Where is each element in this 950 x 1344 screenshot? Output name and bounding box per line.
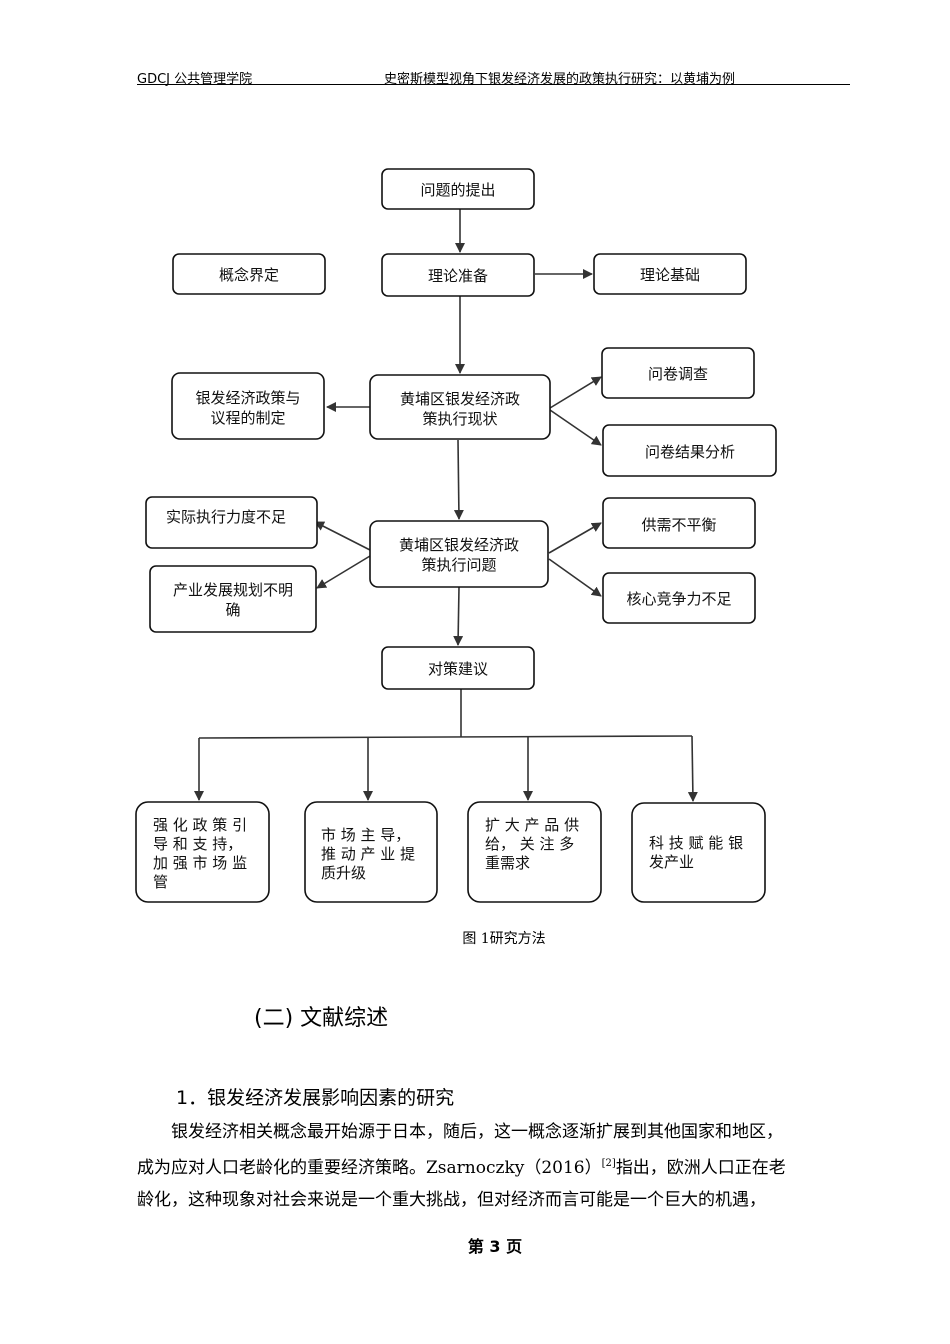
paragraph-line-2: 成为应对人口老龄化的重要经济策略。Zsarnoczky（2016）[2]指出，欧…	[137, 1148, 862, 1184]
node-suggestion-2-line2: 推 动 产 业 提	[321, 845, 415, 863]
node-suggestion-1-line2: 导 和 支 持，	[153, 835, 242, 853]
paragraph-line-3: 龄化，这种现象对社会来说是一个重大挑战，但对经济而言可能是一个巨大的机遇，	[137, 1190, 766, 1210]
paragraph-line-2-start: 成为应对人口老龄化的重要经济策略。Zsarnoczky（2016）	[137, 1158, 602, 1178]
node-core-comp: 核心竞争力不足	[602, 572, 756, 624]
node-suggestion-1-line1: 强 化 政 策 引	[153, 816, 247, 834]
node-problem: 问题的提出	[381, 168, 535, 210]
node-policy-making-line2: 议程的制定	[210, 409, 285, 427]
paragraph-line-2-end: 指出，欧洲人口正在老	[615, 1158, 786, 1178]
edge-status-analysis	[549, 409, 602, 446]
citation-marker: [2]	[601, 1158, 616, 1169]
header-paper-title: 史密斯模型视角下银发经济发展的政策执行研究：以黄埔为例	[384, 72, 736, 87]
node-concept-label: 概念界定	[219, 266, 279, 284]
node-supply-demand: 供需不平衡	[602, 497, 756, 549]
node-suggestion-3-line3: 重需求	[485, 854, 530, 872]
edge-branch-s4	[687, 735, 698, 802]
node-suggestion-1-line4: 管	[153, 873, 168, 891]
node-suggestion-2-line3: 质升级	[321, 864, 366, 882]
node-problem-label: 问题的提出	[420, 181, 495, 199]
node-issues-line1: 黄埔区银发经济政	[399, 536, 519, 554]
figure-caption: 图 1研究方法	[462, 931, 546, 947]
node-policy-making-line1: 银发经济政策与	[195, 389, 300, 407]
node-suggestion-4: 科 技 赋 能 银 发产业	[631, 802, 766, 903]
node-suggestion-2: 市 场 主 导， 推 动 产 业 提 质升级	[304, 801, 438, 903]
section-heading: (二) 文献综述	[254, 1006, 389, 1031]
edge-issues-plan	[316, 555, 371, 589]
node-policy-making: 银发经济政策与 议程的制定	[171, 372, 325, 440]
node-issues-line2: 策执行问题	[421, 556, 496, 574]
node-survey-analysis: 问卷结果分析	[602, 424, 777, 477]
node-unclear-plan-line2: 确	[225, 601, 240, 619]
research-method-flowchart: 问题的提出 概念界定 理论准备 理论基础 银发经济政策与 议程的制定 黄埔区银发…	[135, 168, 777, 903]
node-suggestions-label: 对策建议	[428, 660, 488, 678]
subsection-heading: 1．银发经济发展影响因素的研究	[176, 1087, 455, 1109]
edge-status-survey	[549, 376, 602, 409]
flowchart-edges	[194, 209, 698, 802]
edge-status-issues	[453, 439, 464, 520]
page-number: 第 3 页	[467, 1237, 523, 1256]
node-suggestion-3-line2: 给， 关 注 多	[485, 835, 574, 853]
edge-issues-suggestions	[453, 586, 464, 646]
node-concept: 概念界定	[172, 253, 326, 295]
node-suggestion-3-line1: 扩 大 产 品 供	[485, 816, 579, 834]
node-status: 黄埔区银发经济政 策执行现状	[369, 374, 551, 440]
node-unclear-plan-line1: 产业发展规划不明	[173, 581, 293, 599]
node-survey-analysis-label: 问卷结果分析	[645, 443, 735, 461]
edge-branch-bar	[198, 735, 693, 739]
node-insufficient-exec: 实际执行力度不足	[145, 496, 318, 549]
paragraph-line-1: 银发经济相关概念最开始源于日本，随后，这一概念逐渐扩展到其他国家和地区，	[171, 1122, 783, 1142]
node-theory-basis: 理论基础	[593, 253, 747, 295]
node-core-comp-label: 核心竞争力不足	[626, 590, 731, 608]
edge-issues-core	[548, 558, 602, 597]
edge-issues-exec	[314, 521, 371, 551]
node-suggestion-4-line2: 发产业	[649, 853, 694, 871]
node-suggestion-1-line3: 加 强 市 场 监	[153, 854, 247, 872]
node-suggestion-4-line1: 科 技 赋 能 银	[649, 834, 743, 852]
header-institution: GDCJ 公共管理学院	[137, 72, 253, 87]
edge-issues-supply	[548, 522, 602, 554]
body-paragraph: 银发经济相关概念最开始源于日本，随后，这一概念逐渐扩展到其他国家和地区， 成为应…	[137, 1116, 862, 1216]
node-suggestions: 对策建议	[381, 646, 535, 690]
node-status-line2: 策执行现状	[422, 410, 497, 428]
node-theory-prep-label: 理论准备	[428, 267, 488, 285]
node-theory-prep: 理论准备	[381, 253, 535, 297]
node-survey: 问卷调查	[601, 347, 755, 399]
node-suggestion-1: 强 化 政 策 引 导 和 支 持， 加 强 市 场 监 管	[135, 801, 270, 903]
node-supply-demand-label: 供需不平衡	[641, 516, 716, 534]
header-divider	[137, 84, 850, 85]
node-suggestion-2-line1: 市 场 主 导，	[321, 826, 410, 844]
node-survey-label: 问卷调查	[648, 365, 708, 383]
node-unclear-plan: 产业发展规划不明 确	[149, 565, 317, 633]
node-suggestion-3: 扩 大 产 品 供 给， 关 注 多 重需求	[467, 801, 602, 903]
node-issues: 黄埔区银发经济政 策执行问题	[369, 520, 549, 588]
node-theory-basis-label: 理论基础	[640, 266, 700, 284]
node-insufficient-exec-label: 实际执行力度不足	[166, 508, 286, 526]
node-status-line1: 黄埔区银发经济政	[400, 390, 520, 408]
